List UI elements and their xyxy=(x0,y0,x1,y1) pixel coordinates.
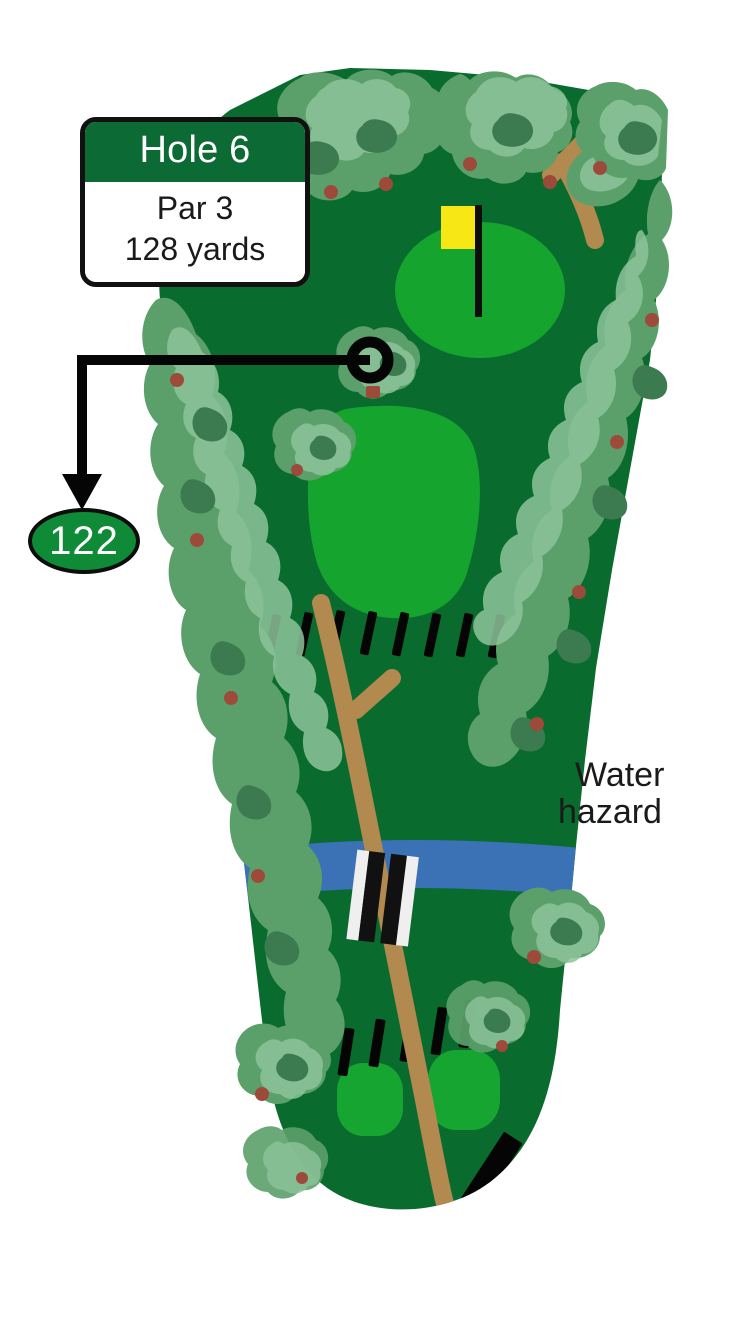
water-hazard-label: Water hazard xyxy=(558,756,665,830)
tree-cluster-lowerleft xyxy=(235,1023,331,1199)
hole-info-body: Par 3 128 yards xyxy=(85,182,305,282)
distance-marker[interactable]: 122 xyxy=(28,508,140,574)
hole-distance-label: 128 yards xyxy=(124,230,266,267)
hole-par-label: Par 3 xyxy=(156,190,234,226)
tree-cluster-left xyxy=(142,297,345,1057)
tree-cluster-midright xyxy=(446,887,605,1053)
tee-box-right xyxy=(428,1050,500,1130)
water-hazard-label-line1: Water xyxy=(575,756,665,794)
distance-marker-value: 122 xyxy=(49,519,119,563)
tree-cluster-top xyxy=(272,69,668,201)
hole-number-label: Hole 6 xyxy=(85,122,305,182)
fairway-landing-area xyxy=(307,405,480,619)
tree-cluster-right xyxy=(467,141,673,767)
flagstick xyxy=(441,205,482,317)
hole-info-card: Hole 6 Par 3 128 yards xyxy=(80,117,310,287)
water-hazard-label-line2: hazard xyxy=(558,792,662,831)
cart-path-bridge xyxy=(346,849,419,947)
tee-box-left xyxy=(337,1063,403,1136)
distance-leader-line xyxy=(62,336,394,510)
